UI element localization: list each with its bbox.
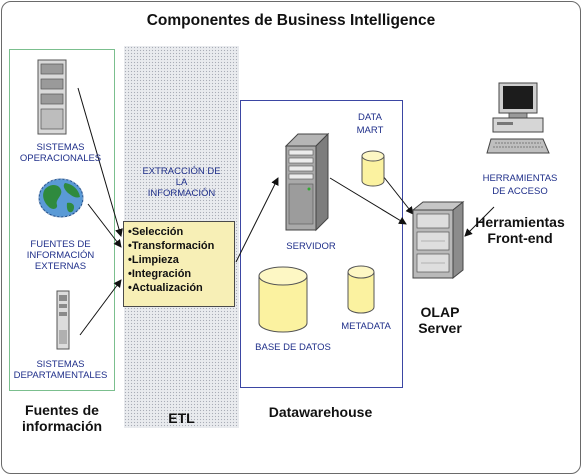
diagram-title: Componentes de Business Intelligence [146,12,436,29]
etl-steps-box [123,221,235,307]
label-datawarehouse: Datawarehouse [268,404,373,420]
label-etl: ETL [168,410,195,426]
arrow-etl-servidor [235,177,279,263]
etl-step-transformacion: •Transformación [128,240,215,252]
arrow-datamart-olap [382,175,414,215]
label-servidor: SERVIDOR [286,241,336,252]
server-departamentales-icon [56,290,70,350]
datawarehouse-box [240,100,403,388]
server-tower-icon [284,132,330,232]
arrow-departamentales-etl [79,279,122,336]
computer-icon [486,82,550,154]
data-mart-cylinder-icon [361,150,385,187]
etl-step-seleccion: •Selección [128,226,184,238]
etl-band [124,46,239,428]
globe-icon [38,178,84,218]
arrow-externas-etl [87,203,122,248]
label-base-de-datos: BASE DE DATOS [255,342,331,353]
sources-box [9,49,115,391]
base-de-datos-cylinder-icon [258,266,308,333]
metadata-cylinder-icon [347,265,375,314]
etl-step-limpieza: •Limpieza [128,254,179,266]
arrow-servidor-olap [329,177,407,225]
arrow-frontend-olap [464,206,495,237]
arrow-operacionales-etl [77,87,123,237]
etl-step-integracion: •Integración [128,268,192,280]
etl-step-actualizacion: •Actualización [128,282,203,294]
label-metadata: METADATA [341,321,391,332]
olap-server-icon [411,200,465,280]
server-operacionales-icon [37,59,67,135]
